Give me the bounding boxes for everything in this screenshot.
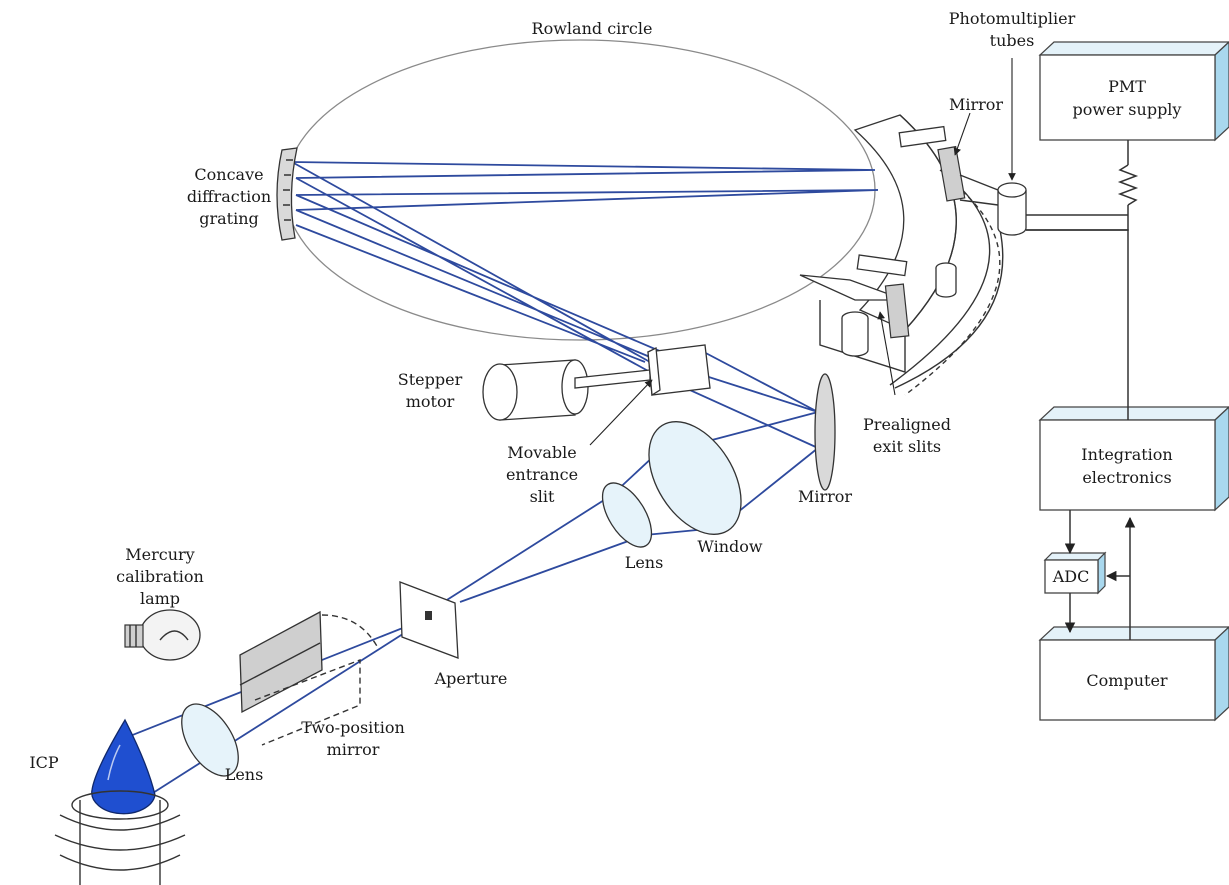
beam-mirror-to-window (611, 411, 819, 536)
plasma-torch-icon (54, 718, 186, 885)
exit-label-2: exit slits (873, 437, 941, 456)
integration-electronics-box: Integration electronics (1038, 406, 1229, 512)
stepper-label-1: Stepper (398, 370, 463, 389)
photomultiplier-label: Photomultiplier (949, 9, 1076, 28)
entrance-label-1: Movable (507, 443, 576, 462)
grating-label-2: diffraction (187, 187, 271, 206)
photomultiplier-tube-icon (959, 174, 1027, 236)
resistor-icon (1117, 164, 1139, 206)
wiring (1026, 140, 1139, 640)
stepper-motor-icon (482, 359, 651, 421)
mirror-top-label: Mirror (949, 95, 1003, 114)
adc-box: ADC (1043, 551, 1107, 595)
beam-grating-to-slit (291, 161, 663, 373)
mirror-bottom-label: Mirror (798, 487, 852, 506)
adc-label: ADC (1052, 567, 1090, 586)
window-label: Window (697, 537, 762, 556)
grating-label-1: Concave (194, 165, 263, 184)
mercury-label-2: calibration (116, 567, 204, 586)
lens-icon (601, 482, 653, 548)
two-position-label-1: Two-position (301, 718, 405, 737)
aperture-icon (399, 581, 459, 659)
computer-label: Computer (1086, 671, 1167, 690)
lens-lower-label: Lens (225, 765, 264, 784)
entrance-label-3: slit (530, 487, 555, 506)
window-icon (648, 421, 742, 535)
grating-label-3: grating (199, 209, 259, 228)
mercury-label-1: Mercury (125, 545, 194, 564)
power-supply-label: power supply (1073, 100, 1182, 119)
light-beams (124, 161, 879, 799)
computer-box: Computer (1038, 626, 1229, 722)
electronics-label: electronics (1082, 468, 1171, 487)
pmt-power-supply-box: PMT power supply (1038, 41, 1229, 142)
beam-window-to-aperture (427, 494, 646, 613)
exit-label-1: Prealigned (863, 415, 951, 434)
lens-upper-label: Lens (625, 553, 664, 572)
entrance-label-2: entrance (506, 465, 578, 484)
leader-lines (589, 58, 1016, 446)
exit-slit-assembly (799, 114, 1004, 396)
two-position-mirror-icon (239, 610, 379, 746)
mercury-label-3: lamp (140, 589, 180, 608)
concave-grating-icon (276, 147, 298, 241)
rowland-circle-label: Rowland circle (532, 19, 653, 38)
icp-label: ICP (29, 753, 59, 772)
entrance-slit-icon (647, 344, 711, 397)
beam-grating-to-exit (291, 161, 879, 211)
aperture-label: Aperture (434, 669, 508, 688)
lens-icon (181, 703, 239, 777)
integration-label: Integration (1081, 445, 1172, 464)
mirror-icon (814, 373, 836, 491)
light-bulb-icon (124, 609, 201, 661)
stepper-label-2: motor (406, 392, 455, 411)
tubes-label: tubes (990, 31, 1035, 50)
pmt-label: PMT (1108, 77, 1146, 96)
two-position-label-2: mirror (327, 740, 380, 759)
